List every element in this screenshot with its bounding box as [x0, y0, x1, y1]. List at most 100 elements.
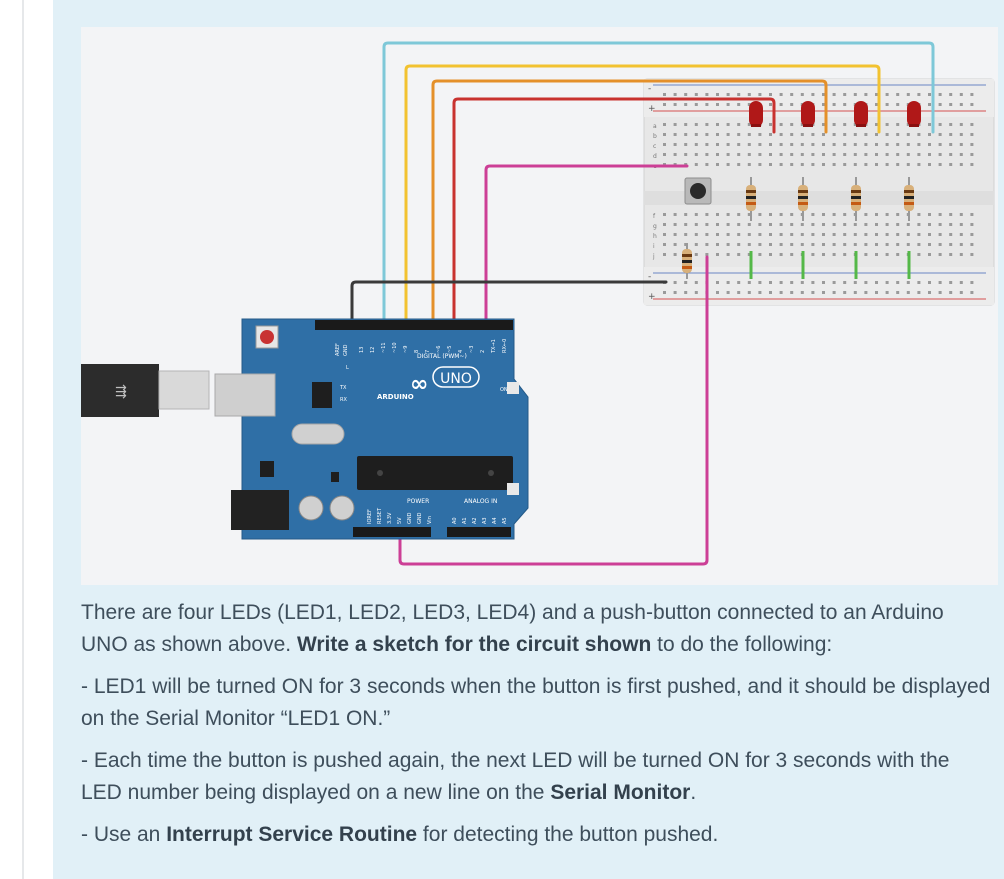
led-3	[854, 101, 868, 127]
breadboard-hole	[663, 213, 666, 216]
breadboard-hole	[896, 153, 900, 156]
breadboard-hole	[684, 223, 688, 226]
breadboard-hole	[811, 253, 815, 256]
breadboard-hole	[758, 143, 762, 146]
breadboard-hole	[959, 103, 963, 106]
breadboard-hole	[970, 153, 974, 156]
breadboard-hole	[747, 223, 751, 226]
led-2	[801, 101, 815, 127]
breadboard-hole	[896, 253, 900, 256]
analog-in-label: ANALOG IN	[464, 498, 497, 505]
breadboard-hole	[694, 281, 698, 284]
breadboard-hole	[864, 163, 868, 166]
breadboard-hole	[684, 103, 688, 106]
question-text: There are four LEDs (LED1, LED2, LED3, L…	[81, 597, 991, 861]
breadboard-hole	[864, 281, 868, 284]
breadboard-hole	[694, 243, 698, 246]
breadboard-hole	[779, 163, 783, 166]
breadboard-hole	[906, 123, 910, 126]
usb-cable: ⇶	[81, 364, 210, 417]
breadboard-hole	[949, 153, 953, 156]
breadboard-hole	[917, 291, 921, 294]
pin-label: Vin	[427, 516, 433, 524]
breadboard-hole	[726, 133, 730, 136]
breadboard-hole	[959, 143, 963, 146]
breadboard-hole	[822, 253, 825, 256]
breadboard-hole	[832, 133, 836, 136]
wire-orange	[431, 79, 828, 333]
breadboard-hole	[949, 213, 953, 216]
breadboard-hole	[822, 291, 825, 294]
rail-plus-label-bottom: +	[648, 292, 656, 302]
breadboard-hole	[928, 213, 931, 216]
breadboard-hole	[843, 153, 847, 156]
breadboard-hole	[790, 123, 794, 126]
breadboard-hole	[790, 253, 794, 256]
breadboard-hole	[928, 143, 931, 146]
breadboard-hole	[779, 143, 783, 146]
breadboard-hole	[885, 133, 889, 136]
requirement-3: - Use an Interrupt Service Routine for d…	[81, 819, 991, 851]
breadboard-hole	[938, 291, 942, 294]
pin-label: 12	[370, 347, 376, 353]
breadboard-hole	[737, 223, 741, 226]
breadboard-hole	[758, 223, 762, 226]
breadboard-hole	[917, 243, 921, 246]
breadboard-hole	[896, 103, 900, 106]
breadboard-hole	[716, 153, 719, 156]
breadboard-hole	[822, 213, 825, 216]
microcontroller-chip	[357, 456, 513, 490]
breadboard-hole	[790, 153, 794, 156]
breadboard-hole	[832, 233, 836, 236]
intro-paragraph: There are four LEDs (LED1, LED2, LED3, L…	[81, 597, 991, 661]
breadboard-hole	[822, 133, 825, 136]
breadboard-hole	[970, 281, 974, 284]
resistors	[682, 177, 914, 279]
breadboard-hole	[737, 281, 741, 284]
breadboard-hole	[938, 213, 942, 216]
breadboard-hole	[684, 281, 688, 284]
breadboard-hole	[896, 163, 900, 166]
breadboard-hole	[737, 153, 741, 156]
breadboard-hole	[928, 153, 931, 156]
breadboard-hole	[790, 213, 794, 216]
breadboard-hole	[875, 93, 878, 96]
breadboard-hole	[938, 133, 942, 136]
breadboard-hole	[800, 291, 804, 294]
breadboard-hole	[864, 143, 868, 146]
requirement-2-text: - Each time the button is pushed again, …	[81, 749, 950, 804]
breadboard-hole	[779, 243, 783, 246]
breadboard-hole	[906, 243, 910, 246]
breadboard-hole	[853, 281, 857, 284]
power-jack	[231, 490, 289, 530]
breadboard-hole	[959, 291, 963, 294]
breadboard-hole	[959, 281, 963, 284]
pin-label: A2	[472, 517, 478, 524]
breadboard-hole	[853, 133, 857, 136]
breadboard-hole	[684, 243, 688, 246]
serial-monitor-emphasis: Serial Monitor	[550, 781, 691, 804]
breadboard-hole	[970, 163, 974, 166]
breadboard-hole	[959, 133, 963, 136]
push-button	[684, 177, 712, 205]
breadboard-hole	[769, 213, 772, 216]
crystal	[291, 423, 345, 445]
breadboard-hole	[694, 213, 698, 216]
breadboard-hole	[758, 233, 762, 236]
row-letter: i	[653, 243, 655, 250]
breadboard-hole	[938, 233, 942, 236]
breadboard-hole	[705, 133, 709, 136]
breadboard-hole	[906, 223, 910, 226]
breadboard-hole	[949, 123, 953, 126]
breadboard-hole	[959, 213, 963, 216]
breadboard-hole	[949, 133, 953, 136]
breadboard-hole	[938, 123, 942, 126]
breadboard-hole	[673, 223, 677, 226]
breadboard-hole	[906, 93, 910, 96]
breadboard-hole	[769, 93, 772, 96]
breadboard-hole	[970, 213, 974, 216]
pin-label: ~11	[381, 342, 387, 353]
breadboard-hole	[705, 93, 709, 96]
breadboard-hole	[938, 163, 942, 166]
breadboard-hole	[747, 133, 751, 136]
